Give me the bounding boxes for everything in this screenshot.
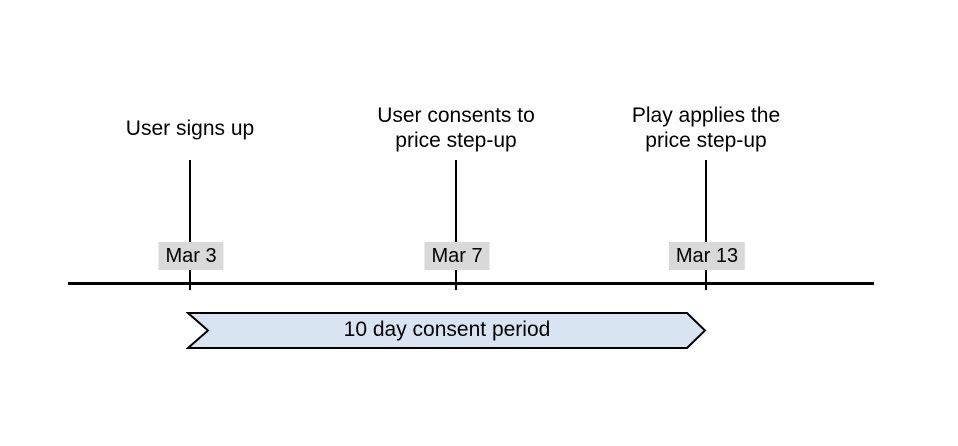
- consent-period-banner: 10 day consent period: [186, 310, 708, 350]
- consent-period-label: 10 day consent period: [343, 318, 551, 341]
- event-date-badge: Mar 3: [158, 242, 224, 270]
- event-marker-line: [705, 160, 707, 290]
- event-label-apply: Play applies the price step-up: [631, 104, 781, 152]
- banner-arrow-polygon: [186, 312, 707, 349]
- event-date-badge: Mar 7: [424, 242, 490, 270]
- event-date-badge: Mar 13: [668, 242, 746, 270]
- event-marker-line: [455, 160, 457, 290]
- timeline-axis: [68, 282, 874, 285]
- banner-arrow-shape: [186, 312, 707, 349]
- event-label-signup: User signs up: [125, 116, 255, 140]
- event-label-consent: User consents to price step-up: [377, 104, 535, 152]
- event-marker-line: [189, 160, 191, 290]
